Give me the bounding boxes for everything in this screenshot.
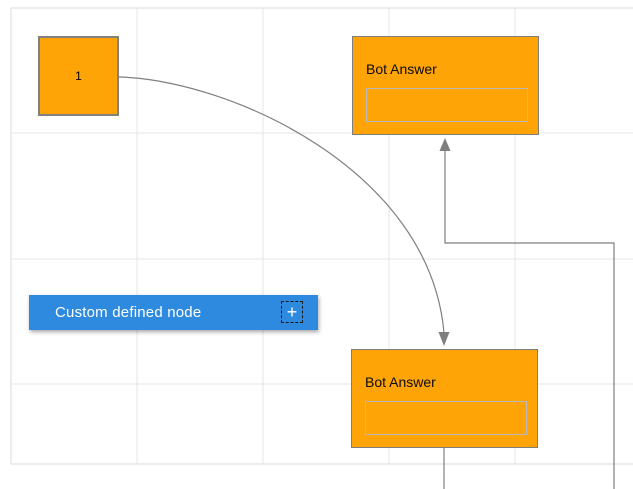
plus-icon: + — [286, 302, 298, 322]
node-bot-answer-top[interactable]: Bot Answer — [352, 36, 539, 135]
connector-elbow-path — [444, 151, 615, 489]
custom-defined-node[interactable]: Custom defined node + — [29, 295, 318, 330]
node-text-box — [366, 88, 528, 122]
node-1[interactable]: 1 — [38, 36, 119, 116]
node-title: Bot Answer — [365, 374, 436, 390]
node-text-box — [365, 401, 527, 435]
node-bot-answer-bottom[interactable]: Bot Answer — [351, 349, 538, 448]
connector-elbow-to-top[interactable] — [439, 138, 615, 489]
node-1-label: 1 — [75, 69, 82, 83]
add-node-button[interactable]: + — [281, 301, 303, 323]
arrowhead-down-icon — [438, 332, 450, 346]
custom-defined-node-label: Custom defined node — [55, 304, 202, 321]
node-title: Bot Answer — [366, 61, 437, 77]
connector-curve-node1-to-bottom[interactable] — [118, 76, 450, 346]
arrowhead-up-icon — [439, 138, 451, 151]
connector-curve-path — [118, 76, 445, 334]
